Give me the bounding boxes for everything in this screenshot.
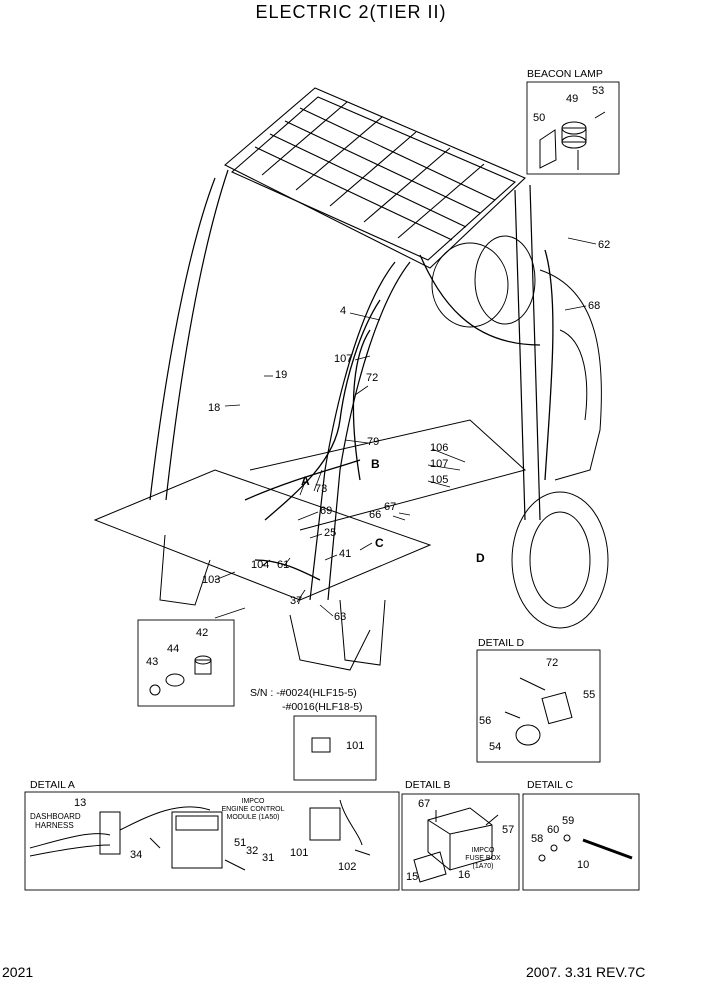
leader-lines [214,237,597,617]
part-label: 54 [489,741,502,753]
beacon-lamp-caption: BEACON LAMP [527,68,603,80]
harness-label-1: DASHBOARD [30,812,81,821]
module-label-1: IMPCO [241,798,265,805]
part-label: 105 [430,474,449,486]
detail-c-art [538,834,633,862]
part-label: 67 [384,501,397,513]
detail-marker-a: A [301,474,310,488]
page-number: 2021 [2,964,34,980]
part-label: 41 [339,548,352,560]
part-label: 67 [418,798,431,810]
part-label: 103 [202,574,221,586]
detail-d-art [504,677,573,746]
part-label: 15 [406,871,419,883]
part-label: 107 [334,353,353,365]
detail-b-art [413,807,499,883]
overhead-guard [224,87,526,269]
part-label: 4 [340,305,347,317]
part-label: 37 [290,595,303,607]
revision-date: 2007. 3.31 REV.7C [526,964,646,980]
part-label: 73 [315,483,328,495]
part-label: 107 [430,458,449,470]
part-label: 51 [234,837,247,849]
part-label: 16 [458,869,471,881]
part-label: 60 [547,824,560,836]
part-label: 57 [502,824,515,836]
fuse-box-label-1: IMPCO [471,847,495,854]
detail-a-art [29,799,371,871]
part-label: 79 [367,436,380,448]
serial-line-1: S/N : -#0024(HLF15-5) [250,687,357,699]
part-label: 31 [262,852,275,864]
detail-marker-b: B [371,457,380,471]
part-label: 104 [251,559,270,571]
part-label: 34 [130,849,143,861]
part-label: 61 [277,559,290,571]
part-label: 56 [479,715,492,727]
part-label: 43 [146,656,159,668]
detail-b-caption: DETAIL B [405,779,451,791]
part-label: 102 [338,861,357,873]
part-label: 13 [74,797,87,809]
part-label: 63 [334,611,347,623]
part-label: 68 [588,300,601,312]
serial-line-2: -#0016(HLF18-5) [282,701,363,713]
fuse-box-label-2: FUSE BOX [465,855,501,862]
page-title: ELECTRIC 2(TIER II) [255,2,447,22]
part-label: 32 [246,845,259,857]
part-label: 18 [208,402,221,414]
part-label: 72 [366,372,379,384]
detail-d-caption: DETAIL D [478,637,525,649]
part-label: 49 [566,93,579,105]
part-label: 101 [290,847,309,859]
part-label: 59 [562,815,575,827]
fuse-box-label-3: (1A70) [472,863,494,870]
detail-marker-d: D [476,551,485,565]
part-label: 66 [369,509,382,521]
part-label: 69 [320,505,333,517]
wiring-harness [244,249,554,581]
part-label: 101 [346,740,365,752]
detail-a-caption: DETAIL A [30,779,75,791]
detail-c-caption: DETAIL C [527,779,574,791]
harness-label-2: HARNESS [35,821,74,830]
module-label-2: ENGINE CONTROL [221,806,285,813]
sensor-art [149,655,212,696]
part-label: 53 [592,85,605,97]
detail-marker-c: C [375,536,384,550]
part-label: 25 [324,527,337,539]
part-label: 62 [598,239,611,251]
module-label-3: MODULE (1A50) [226,814,280,821]
part-label: 10 [577,859,590,871]
beacon-lamp-art [539,111,606,170]
part-label: 50 [533,112,546,124]
part-label: 72 [546,657,559,669]
part-label: 42 [196,627,209,639]
part-label: 55 [583,689,596,701]
part-label: 106 [430,442,449,454]
part-label: 58 [531,833,544,845]
part-label: 19 [275,369,288,381]
part-label: 44 [167,643,180,655]
